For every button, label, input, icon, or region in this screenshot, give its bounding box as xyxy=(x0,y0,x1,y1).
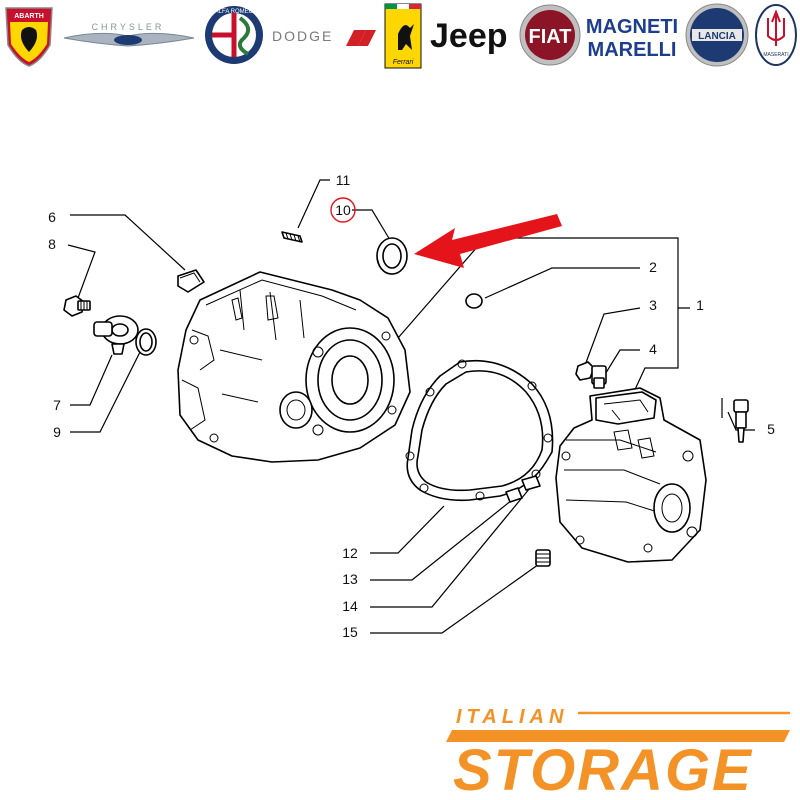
callout-10: 10 xyxy=(335,202,351,218)
logo-line-italian: ITALIAN xyxy=(456,706,568,728)
parts xyxy=(63,214,749,567)
chrysler-label: CHRYSLER xyxy=(92,22,165,32)
fiat-label: FIAT xyxy=(529,26,572,48)
ferrari-label: Ferrari xyxy=(393,59,414,66)
part-2-plug[interactable] xyxy=(465,293,483,309)
callout-4: 4 xyxy=(649,341,657,357)
magneti-label: MAGNETI xyxy=(586,16,678,38)
jeep-logo[interactable]: Jeep xyxy=(430,17,508,55)
alfa-romeo-logo[interactable]: ALFA ROMEO xyxy=(205,6,263,64)
alfa-romeo-label: ALFA ROMEO xyxy=(215,9,254,15)
part-15-plug[interactable] xyxy=(535,549,551,567)
part-4-bolt[interactable] xyxy=(591,365,607,389)
callout-6: 6 xyxy=(48,209,56,225)
part-7-flange[interactable] xyxy=(93,315,139,355)
callout-14: 14 xyxy=(342,598,358,614)
callout-5: 5 xyxy=(767,421,775,437)
lancia-label: LANCIA xyxy=(698,31,736,42)
dodge-logo[interactable]: DODGE xyxy=(272,28,376,46)
callout-7: 7 xyxy=(53,397,61,413)
lancia-logo[interactable]: LANCIA xyxy=(685,3,749,67)
callout-3: 3 xyxy=(649,297,657,313)
callout-12: 12 xyxy=(342,545,358,561)
callout-2: 2 xyxy=(649,259,657,275)
callout-11: 11 xyxy=(336,172,351,188)
part-3-bolt[interactable] xyxy=(575,361,595,381)
abarth-logo[interactable]: ABARTH xyxy=(5,7,53,67)
fiat-logo[interactable]: FIAT xyxy=(519,4,581,66)
part-13-dowel[interactable] xyxy=(505,487,523,503)
dodge-label: DODGE xyxy=(272,28,333,44)
part-5-switch[interactable] xyxy=(733,399,749,443)
part-10-oil-seal[interactable] xyxy=(376,237,408,275)
maserati-label: MASERATI xyxy=(763,52,788,58)
part-9-o-ring[interactable] xyxy=(135,328,157,356)
chrysler-logo[interactable]: CHRYSLER xyxy=(63,22,195,47)
logo-line-storage: STORAGE xyxy=(453,738,753,800)
callout-9: 9 xyxy=(53,424,61,440)
brand-strip: ABARTH CHRYSLER ALFA ROMEO DODGE xyxy=(5,3,797,69)
callout-13: 13 xyxy=(342,571,358,587)
part-11-stud[interactable] xyxy=(281,231,303,243)
jeep-label: Jeep xyxy=(430,17,508,55)
part-8-bolt[interactable] xyxy=(63,295,91,317)
leader-lines xyxy=(67,179,755,634)
magneti-marelli-logo[interactable]: MAGNETI MARELLI xyxy=(586,16,678,61)
callout-15: 15 xyxy=(342,624,358,640)
callout-labels: 2 1 3 4 5 6 7 8 9 10 11 12 13 14 15 xyxy=(48,172,775,640)
maserati-logo[interactable]: MASERATI xyxy=(755,4,797,66)
abarth-label: ABARTH xyxy=(14,13,44,20)
part-6-cap[interactable] xyxy=(177,269,205,293)
italian-storage-logo[interactable]: ITALIAN STORAGE xyxy=(446,706,790,800)
ferrari-logo[interactable]: Ferrari xyxy=(384,3,422,69)
part-14-dowel[interactable] xyxy=(521,475,541,491)
bell-housing[interactable] xyxy=(177,271,411,463)
callout-8: 8 xyxy=(48,236,56,252)
part-12-gasket[interactable] xyxy=(405,359,554,502)
highlight-arrow xyxy=(414,214,562,268)
callout-1: 1 xyxy=(696,297,704,313)
part-1-gearbox-casing[interactable] xyxy=(555,387,707,563)
highlight-circle xyxy=(330,197,356,223)
marelli-label: MARELLI xyxy=(588,39,677,61)
